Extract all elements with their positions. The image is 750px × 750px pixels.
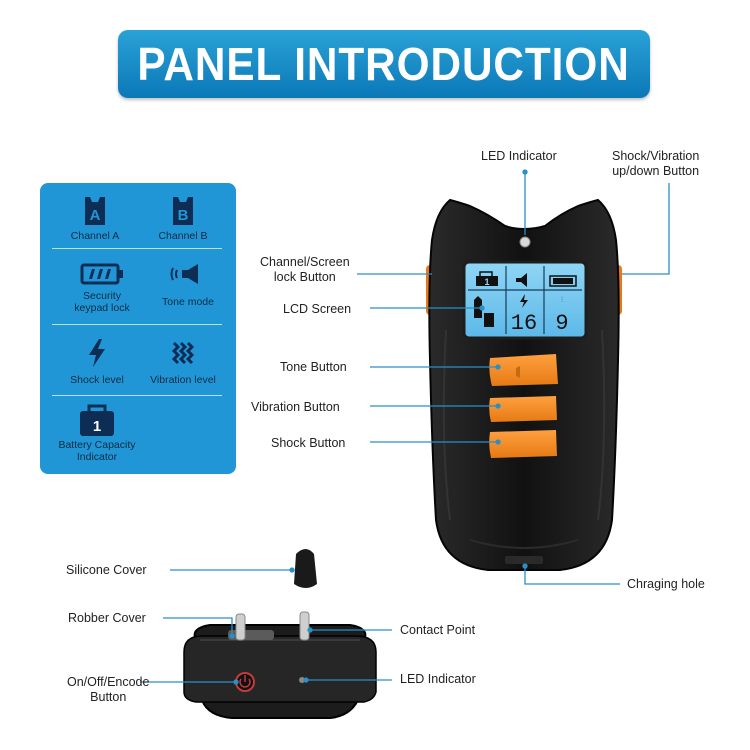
lcd-channel-icon [476, 276, 498, 286]
remote-bottom-line [469, 539, 579, 549]
remote-grip-line [442, 329, 451, 521]
legend-shock-level: Shock level [54, 338, 140, 386]
legend-vibration-label: Vibration level [150, 374, 216, 386]
svg-text:1: 1 [93, 418, 101, 435]
collar-callout-lines [140, 567, 392, 685]
remote-grip-line [597, 329, 606, 521]
lcd-channel-a-icon [474, 296, 482, 318]
label-channel-screen-1: Channel/Screen [260, 255, 350, 269]
power-icon [239, 678, 251, 688]
legend-divider [52, 324, 222, 325]
legend-battery-capacity: 1 Battery Capacity Indicator [42, 402, 152, 463]
speaker-icon [170, 264, 198, 284]
legend-divider [52, 395, 222, 396]
label-lcd-screen: LCD Screen [283, 302, 352, 316]
label-robber-cover: Robber Cover [68, 611, 146, 625]
vibration-button[interactable] [489, 396, 557, 422]
lcd-left-value: 16 [511, 311, 537, 336]
label-collar-led: LED Indicator [400, 672, 476, 686]
label-shock-vibration: Shock/Vibration up/down Button [612, 149, 699, 179]
collar-receiver [183, 611, 377, 719]
legend-channel-a-label: Channel A [70, 230, 120, 242]
channel-b-icon: B [173, 197, 193, 225]
lcd-right-value: 9 [555, 311, 568, 336]
title-banner: PANEL INTRODUCTION [118, 30, 650, 98]
svg-text:B: B [178, 207, 189, 224]
legend-channel-b: B Channel B [148, 195, 218, 242]
label-shock-button: Shock Button [271, 436, 346, 450]
tone-button[interactable] [489, 354, 558, 386]
collar-led-indicator [299, 677, 305, 683]
label-channel-screen: Channel/Screen lock Button [260, 255, 350, 285]
legend-tone-label: Tone mode [162, 296, 214, 308]
label-onoff-1: On/Off/Encode [67, 675, 150, 689]
lightning-icon [89, 339, 105, 367]
robber-cover [228, 630, 274, 640]
channel-a-icon: A [85, 197, 105, 225]
legend-security-lock: Security keypad lock [54, 262, 150, 314]
battery-capacity-icon: 1 [80, 404, 114, 436]
shock-button[interactable] [489, 430, 557, 458]
label-onoff-button: On/Off/Encode Button [67, 675, 149, 705]
contact-point-left [235, 613, 246, 641]
label-channel-screen-2: lock Button [273, 270, 336, 284]
silicone-cover [294, 549, 317, 588]
label-charging-hole: Chraging hole [627, 577, 705, 591]
legend-tone-mode: Tone mode [148, 262, 228, 308]
remote-led-indicator [519, 236, 531, 248]
label-led-indicator: LED Indicator [481, 149, 557, 163]
lcd-speaker-icon [516, 273, 527, 287]
lcd-battery-icon [549, 275, 577, 287]
vibration-icon [171, 341, 195, 365]
legend-security-label-1: Security [83, 290, 121, 302]
svg-text:⫶: ⫶ [561, 296, 563, 304]
legend-channel-a: A Channel A [60, 195, 130, 242]
page-title: PANEL INTRODUCTION [137, 38, 631, 90]
contact-point-right [299, 611, 310, 641]
legend-vibration-level: Vibration level [140, 338, 226, 386]
label-shock-vibration-1: Shock/Vibration [612, 149, 700, 163]
icon-legend-panel: A Channel A B Channel B Security keypad … [40, 183, 236, 474]
legend-battery-label-1: Battery Capacity [58, 439, 136, 451]
legend-divider [52, 248, 222, 249]
label-contact-point: Contact Point [400, 623, 476, 637]
lcd-channel-number: 1 [484, 277, 489, 287]
label-onoff-2: Button [90, 690, 127, 704]
legend-security-label-2: keypad lock [74, 302, 130, 314]
legend-channel-b-label: Channel B [158, 230, 208, 242]
label-shock-vibration-2: up/down Button [612, 164, 700, 178]
label-tone-button: Tone Button [280, 360, 347, 374]
legend-battery-label-2: Indicator [76, 451, 118, 463]
charging-hole[interactable] [505, 556, 543, 564]
svg-text:A: A [90, 207, 101, 224]
remote-callout-lines [357, 169, 670, 585]
label-vibration-button: Vibration Button [251, 400, 340, 414]
label-silicone-cover: Silicone Cover [66, 563, 147, 577]
lcd-shock-icon [520, 294, 528, 308]
legend-shock-label: Shock level [70, 374, 124, 386]
battery-lock-icon [80, 263, 123, 285]
